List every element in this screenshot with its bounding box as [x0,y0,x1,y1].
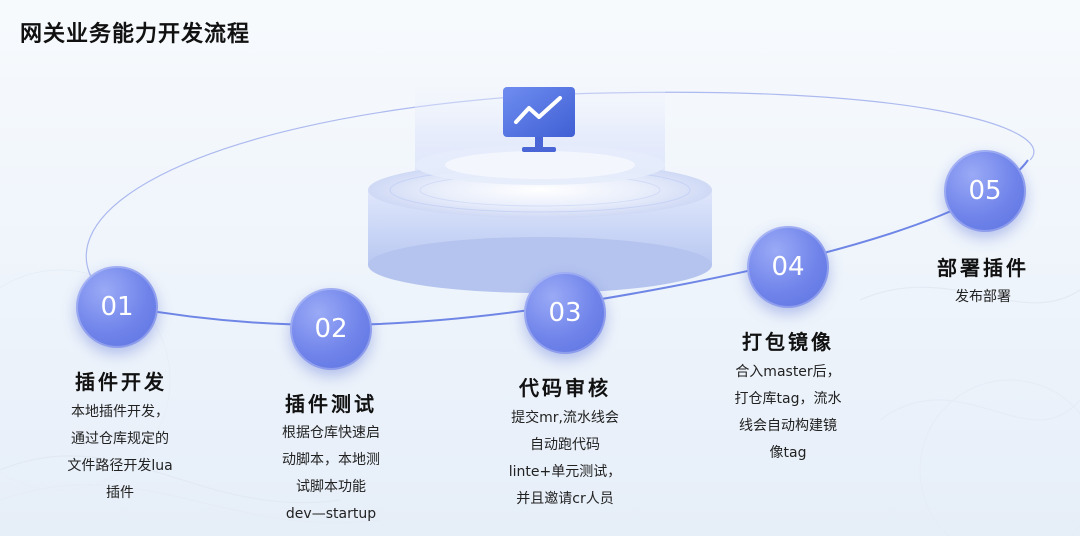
step-3-line: 自动跑代码 [530,437,600,453]
step-5-number: 05 [968,176,1002,206]
step-3-line: linte+单元测试， [508,464,622,480]
step-4-description: 合入master后， 打仓库tag，流水 线会自动构建镜 像tag [708,359,868,467]
step-3-circle: 03 [524,272,606,354]
step-4-line: 线会自动构建镜 [739,418,837,434]
step-4-line: 打仓库tag，流水 [734,391,842,407]
step-3-line: 提交mr,流水线会 [511,410,619,426]
step-4-line: 合入master后， [735,364,841,380]
step-1-title: 插件开发 [75,370,167,394]
step-4-line: 像tag [769,445,807,461]
step-5-line: 发布部署 [955,289,1011,305]
step-4-title: 打包镜像 [742,330,834,354]
step-1-line: 通过仓库规定的 [71,431,169,447]
step-2-description: 根据仓库快速启 动脚本，本地测 试脚本功能 dev—startup [251,420,411,528]
step-4-circle: 04 [747,226,829,308]
step-1-line: 插件 [106,485,134,501]
step-2-line: dev—startup [285,506,377,522]
step-3-title: 代码审核 [519,376,611,400]
step-2-circle: 02 [290,288,372,370]
page-title: 网关业务能力开发流程 [20,22,251,47]
step-1-circle: 01 [76,266,158,348]
step-2-number: 02 [314,314,348,344]
step-2-line: 动脚本，本地测 [282,452,380,468]
step-5-title: 部署插件 [937,256,1029,280]
step-1-description: 本地插件开发， 通过仓库规定的 文件路径开发lua 插件 [40,399,200,507]
step-5-description: 发布部署 [903,284,1063,311]
step-2-line: 根据仓库快速启 [282,425,380,441]
step-3-description: 提交mr,流水线会 自动跑代码 linte+单元测试， 并且邀请cr人员 [480,405,650,513]
step-1-number: 01 [100,292,134,322]
step-1-line: 文件路径开发lua [67,458,173,474]
step-1-line: 本地插件开发， [71,404,169,420]
step-2-line: 试脚本功能 [296,479,366,495]
step-2-title: 插件测试 [285,392,377,416]
step-3-line: 并且邀请cr人员 [516,491,614,507]
step-5-circle: 05 [944,150,1026,232]
step-3-number: 03 [548,298,582,328]
step-4-number: 04 [771,252,805,282]
monitor-chart-icon [503,87,575,152]
